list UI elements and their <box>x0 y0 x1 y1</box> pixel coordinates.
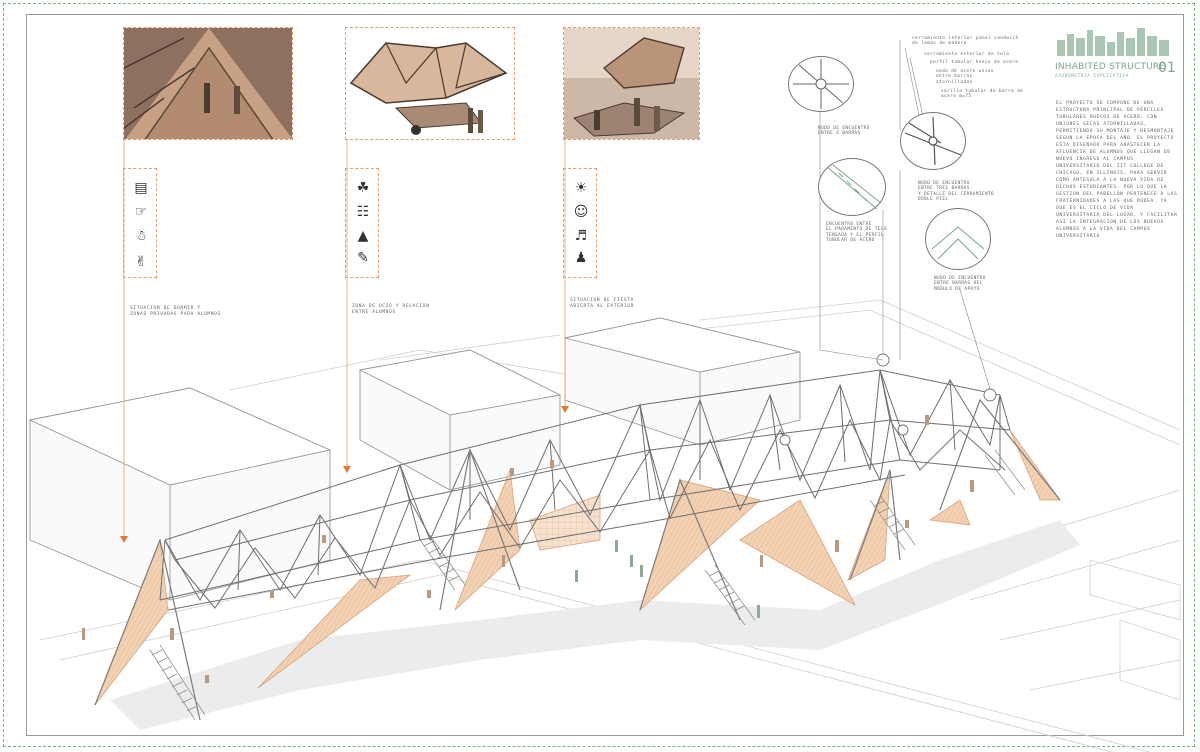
material-label-1: cerramiento interior panel sandwich de l… <box>912 36 1019 47</box>
bunk-bed-icon: ▤ <box>134 180 148 196</box>
meditation-icon: ☃ <box>134 228 148 244</box>
space-frame <box>159 369 1011 611</box>
icon-column-leisure: ☘ ☷ ▲ ✎ <box>345 168 379 278</box>
detail-caption-4: NUDO DE ENCUENTRO ENTRE BARRAS DEL MODUL… <box>934 276 986 292</box>
caption-party: SITUACION DE FIESTA ABIERTA AL EXTERIOR <box>570 298 634 309</box>
leader-lines <box>123 140 566 540</box>
seated-group-icon: ♟ <box>574 250 588 266</box>
detail-node-3-bars <box>900 112 966 170</box>
detail-fabric-connection <box>818 158 886 216</box>
stretching-person-icon: ✌ <box>135 254 147 270</box>
sun-icon: ☀ <box>574 180 588 196</box>
inner-frame <box>26 14 1184 736</box>
sheet-border <box>3 3 1195 747</box>
scenario-render-leisure <box>345 27 515 140</box>
detail-node-4-bars <box>788 56 854 112</box>
conversation-icon: ☺ <box>573 204 589 220</box>
caption-sleeping: SITUACION DE DORMIR Y ZONAS PRIVADAS PAR… <box>130 306 221 317</box>
site-plan <box>39 299 1181 752</box>
material-label-3: perfil tubular hueco de acero <box>930 60 1019 65</box>
ground-shadows <box>110 520 1080 730</box>
roof-nodes <box>779 353 997 446</box>
context-buildings <box>28 317 801 601</box>
material-label-5: varilla tubular de barra de acero ø=75 <box>941 89 1024 100</box>
board-title: INHABITED STRUCTURE <box>1055 62 1166 72</box>
detail-caption-1: NUDO DE ENCUENTRO ENTRE 4 BARRAS <box>818 126 870 137</box>
scenario-render-party <box>563 27 700 140</box>
icon-column-party: ☀ ☺ ♬ ♟ <box>563 168 597 278</box>
scenario-render-sleeping <box>123 27 293 140</box>
reclining-person-icon: ☞ <box>134 204 148 220</box>
people <box>82 415 974 683</box>
project-description: EL PROYECTO SE COMPONE DE UNA ESTRUCTURA… <box>1056 101 1178 239</box>
material-label-2: cerramiento exterior de tela <box>924 52 1010 57</box>
material-label-4: nodo de acero union entre barras atornil… <box>936 69 994 85</box>
leader-arrows <box>120 406 569 543</box>
caption-leisure: ZONA DE OCIO Y RELACION ENTRE ALUMNOS <box>352 304 430 315</box>
detail-caption-2: ENCUENTRO ENTRE EL PARAMENTO DE TELA TEN… <box>826 222 887 244</box>
easel-icon: ▲ <box>357 228 369 244</box>
skyline-logo <box>1057 28 1169 56</box>
group-table-icon: ☷ <box>356 204 370 220</box>
dj-icon: ♬ <box>574 228 588 244</box>
detail-caption-3: NUDO DE ENCUENTRO ENTRE TRES BARRAS Y DE… <box>918 181 995 203</box>
a-frame-supports <box>94 398 1061 721</box>
stairs <box>149 449 1026 721</box>
board-subtitle: AXONOMETRIA EXPLICATIVA <box>1055 74 1129 79</box>
exercise-person-icon: ☘ <box>356 180 370 196</box>
lounging-person-icon: ✎ <box>357 250 369 266</box>
icon-column-sleeping: ▤ ☞ ☃ ✌ <box>123 168 157 278</box>
detail-support-module <box>925 208 991 270</box>
sheet-number: 01 <box>1158 60 1176 76</box>
